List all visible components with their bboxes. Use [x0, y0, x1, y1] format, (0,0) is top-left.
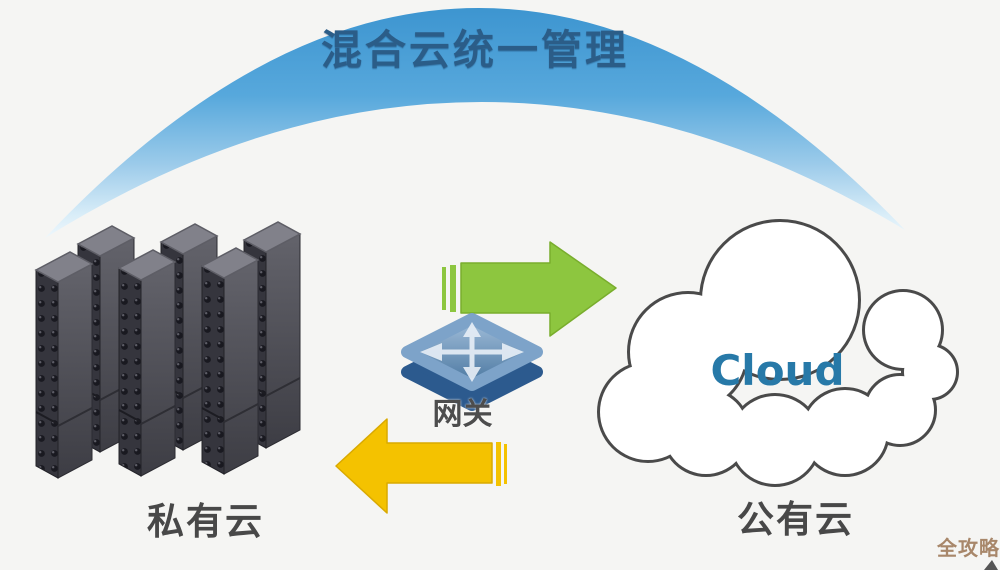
management-arc	[45, 7, 905, 238]
cloud-text: Cloud	[710, 346, 845, 395]
public-cloud-label: 公有云	[737, 498, 854, 541]
server-tower	[35, 251, 93, 479]
gateway-label: 网关	[432, 397, 493, 432]
corner-mark	[984, 560, 998, 570]
diagram-title: 混合云统一管理	[321, 26, 629, 74]
private-cloud-label: 私有云	[147, 500, 264, 543]
cloud-icon	[597, 219, 959, 487]
yellow-arrow-icon	[335, 418, 507, 514]
server-racks-icon	[35, 221, 301, 479]
green-arrow-icon	[442, 241, 617, 337]
server-tower	[201, 247, 259, 475]
gateway-icon	[401, 313, 543, 411]
server-tower	[118, 249, 176, 477]
gateway-arrows-glyph	[420, 322, 524, 382]
watermark-text: 全攻略	[937, 536, 1000, 560]
